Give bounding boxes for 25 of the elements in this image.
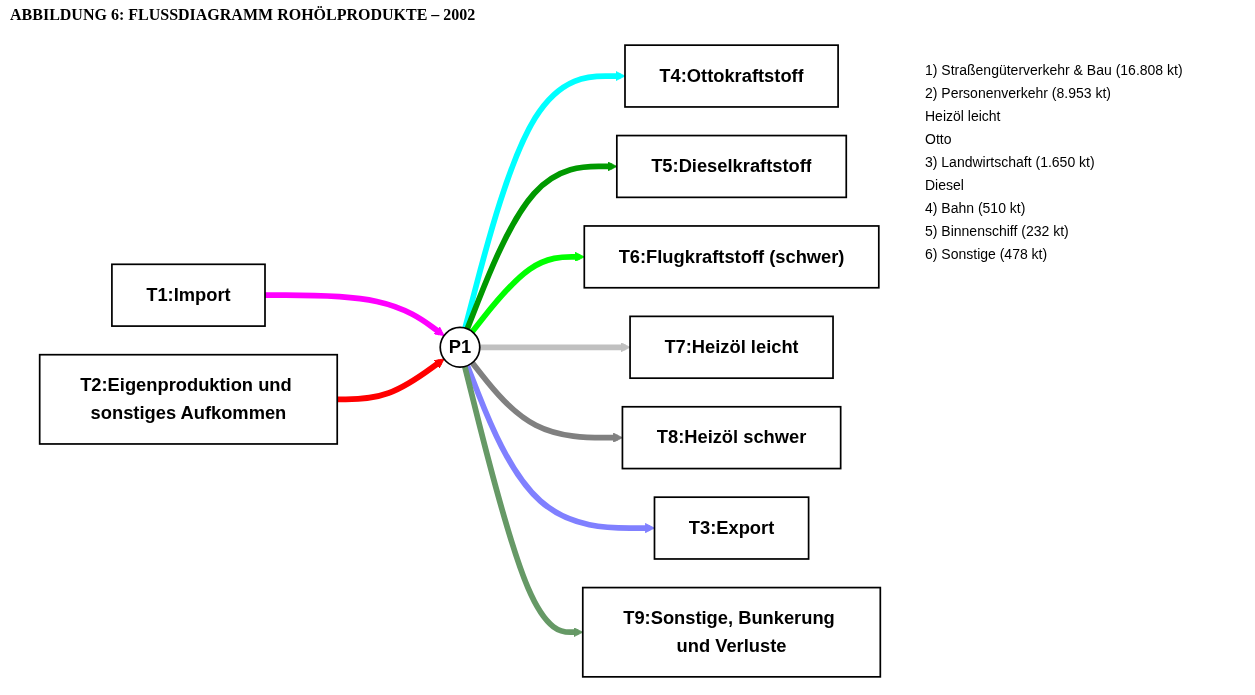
arrow <box>265 292 445 337</box>
note-text: 5) Binnenschiff (232 kt) <box>925 222 1070 241</box>
node-box: T4:Ottokraftstoff <box>624 44 839 108</box>
node-box: T2:Eigenproduktion und sonstiges Aufkommen <box>38 353 339 445</box>
arrow <box>470 251 585 334</box>
node-box: T5:Dieselkraftstoff <box>615 134 848 199</box>
node-box: T7:Heizöl leicht <box>629 315 834 380</box>
note-text: 2) Personenverkehr (8.953 kt) <box>925 84 1112 103</box>
arrow <box>479 342 631 353</box>
note-text: Otto <box>925 130 953 149</box>
node-circle: P1 <box>439 326 481 368</box>
node-box: T8:Heizöl schwer <box>621 405 842 470</box>
title: ABBILDUNG 6: FLUSSDIAGRAMM ROHÖLPRODUKTE – 2002 <box>10 6 476 24</box>
note-text: Diesel <box>925 176 965 195</box>
note-text: 4) Bahn (510 kt) <box>925 199 1027 218</box>
node-box: T6:Flugkraftstoff (schwer) <box>583 225 880 289</box>
node-box: T9:Sonstige, Bunkerung und Verluste <box>581 586 882 678</box>
note-text: 6) Sonstige (478 kt) <box>925 245 1049 264</box>
node-box: T1:Import <box>111 263 266 327</box>
node-box: T3:Export <box>653 496 810 560</box>
note-text: 3) Landwirtschaft (1.650 kt) <box>925 153 1096 172</box>
note-text: Heizöl leicht <box>925 107 1002 126</box>
arrow <box>337 358 445 403</box>
arrow <box>470 361 623 443</box>
note-text: 1) Straßengüterverkehr & Bau (16.808 kt) <box>925 61 1184 80</box>
